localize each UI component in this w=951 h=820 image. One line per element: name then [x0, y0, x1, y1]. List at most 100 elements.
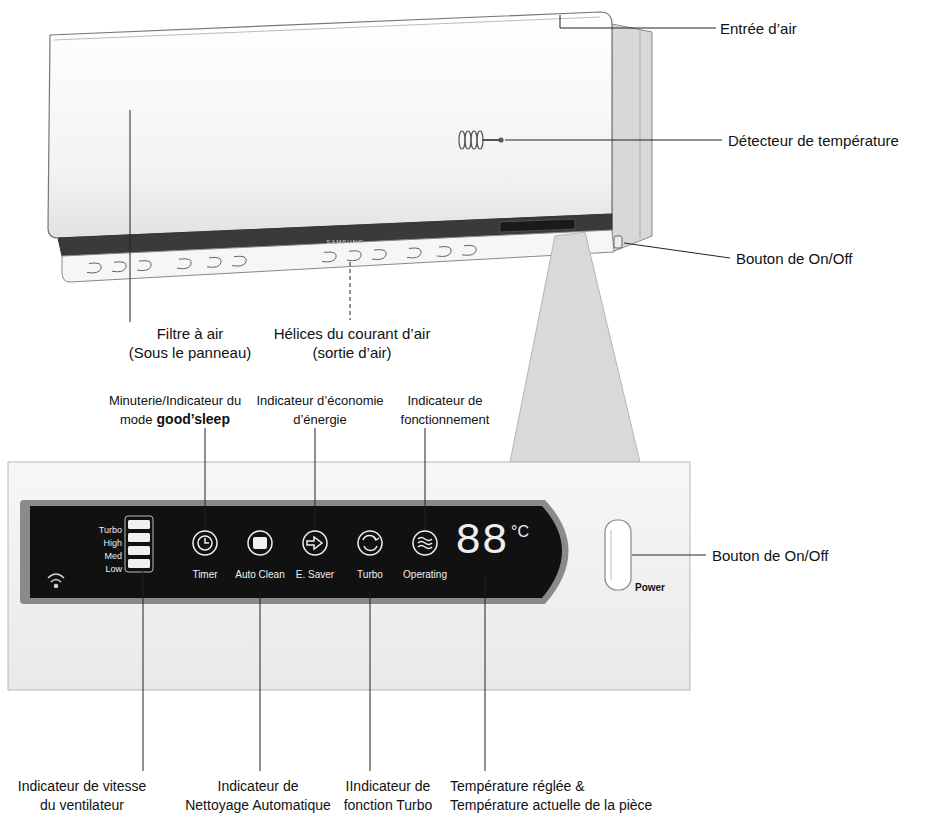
label-holder: Power [635, 576, 665, 595]
air-blade [322, 252, 336, 262]
label-holder: Timer [192, 563, 217, 582]
unit-front [48, 12, 612, 238]
label-holder: Indicateur de fonctionnement [401, 390, 490, 428]
air-blade [112, 262, 126, 272]
part-label: Power [635, 582, 665, 593]
air-blade [232, 256, 246, 266]
label-holder: Auto Clean [235, 563, 284, 582]
drawing-part [315, 428, 316, 530]
drawing-part [418, 538, 432, 541]
part-label: Timer [192, 569, 217, 580]
part-label: E. Saver [296, 569, 334, 580]
air-blade [207, 257, 221, 267]
label-holder: Minuterie/Indicateur du modegood’sleep [109, 390, 241, 428]
drawing-part [205, 538, 209, 543]
drawing-part [130, 110, 131, 322]
drawing-part [505, 140, 722, 141]
drawing-part [418, 542, 432, 545]
air-blade [137, 261, 151, 271]
drawing-part [425, 428, 426, 530]
drawing-part [413, 531, 437, 555]
part-label: SAMSUNG [326, 239, 363, 245]
air-blade [437, 247, 451, 257]
panel-leader-lines [143, 428, 706, 771]
label-holder: High [103, 531, 122, 550]
part-label: Température réglée & Température actuell… [450, 778, 652, 813]
air-blade [407, 248, 421, 258]
part-label: Turbo [99, 525, 122, 535]
air-blade [462, 245, 476, 255]
drawing-part [143, 568, 144, 771]
part-label: Indicateur de vitesse du ventilateur [18, 778, 146, 813]
label-holder: Hélices du courant d’air (sortie d’air) [274, 324, 431, 362]
label-holder: Entrée d’air [720, 19, 797, 38]
drawing-part [248, 531, 272, 555]
display-rim [20, 500, 569, 604]
display-window [30, 506, 562, 598]
part-label: High [103, 538, 122, 548]
label-holder: Bouton de On/Off [712, 546, 828, 565]
drawing-part [205, 428, 206, 530]
power-button [605, 520, 631, 590]
label-holder: Filtre à air (Sous le panneau) [129, 324, 252, 362]
drawing-part [471, 131, 477, 149]
leader-lines [130, 15, 730, 322]
drawing-part [128, 559, 150, 568]
label-holder: E. Saver [296, 563, 334, 582]
unit-side [612, 24, 652, 252]
air-blade [347, 251, 361, 261]
part-label: Indicateur de Nettoyage Automatique [185, 778, 331, 813]
air-blade [372, 250, 386, 260]
label-holder: Low [105, 557, 122, 576]
drawing-part [48, 574, 64, 578]
wifi-icon [48, 574, 64, 588]
drawing-part [193, 531, 217, 555]
drawing-part [560, 15, 716, 28]
label-holder: Détecteur de température [728, 131, 899, 150]
part-label: 88 [455, 516, 508, 566]
drawing-part [370, 592, 371, 771]
part-label: Entrée d’air [720, 20, 797, 37]
part-label: Med [104, 551, 122, 561]
part-label: Hélices du courant d’air (sortie d’air) [274, 325, 431, 361]
part-label: Turbo [357, 569, 383, 580]
label-holder: Turbo [99, 518, 122, 537]
unit-power-button [614, 236, 622, 248]
drawing-part [485, 574, 486, 771]
part-label: Bouton de On/Off [736, 250, 852, 267]
drawing-part [253, 537, 267, 549]
drawing-part [51, 580, 61, 583]
drawing-part [364, 546, 377, 550]
drawing-part [499, 138, 503, 142]
drawing-part [307, 537, 322, 549]
fan-speed-bars [128, 520, 150, 568]
label-holder: Température réglée & Température actuell… [450, 776, 652, 814]
zoom-wedge [510, 232, 640, 462]
drawing-part [374, 537, 379, 540]
drawing-part [482, 139, 500, 141]
air-inlet-edge [54, 17, 600, 40]
label-holder: SAMSUNG [326, 229, 363, 248]
drawing-part [303, 531, 327, 555]
label-holder: Bouton de On/Off [736, 249, 852, 268]
part-label: Operating [403, 569, 447, 580]
drawing-part [260, 592, 261, 771]
drawing-part [128, 520, 150, 529]
drawing-part [459, 131, 465, 149]
part-label: Auto Clean [235, 569, 284, 580]
label-holder: Med [104, 544, 122, 563]
drawing-part [198, 536, 212, 550]
indicator-icons [193, 531, 437, 555]
label-holder: IIndicateur de fonction Turbo [344, 776, 433, 814]
fan-speed-frame [125, 516, 153, 572]
power-button-shade [610, 530, 612, 580]
part-label: Filtre à air (Sous le panneau) [129, 325, 252, 361]
control-panel [8, 462, 690, 690]
drawing-part [465, 131, 471, 149]
label-holder: °C [511, 522, 529, 541]
drawing-part [55, 585, 58, 588]
air-blade [177, 259, 191, 269]
